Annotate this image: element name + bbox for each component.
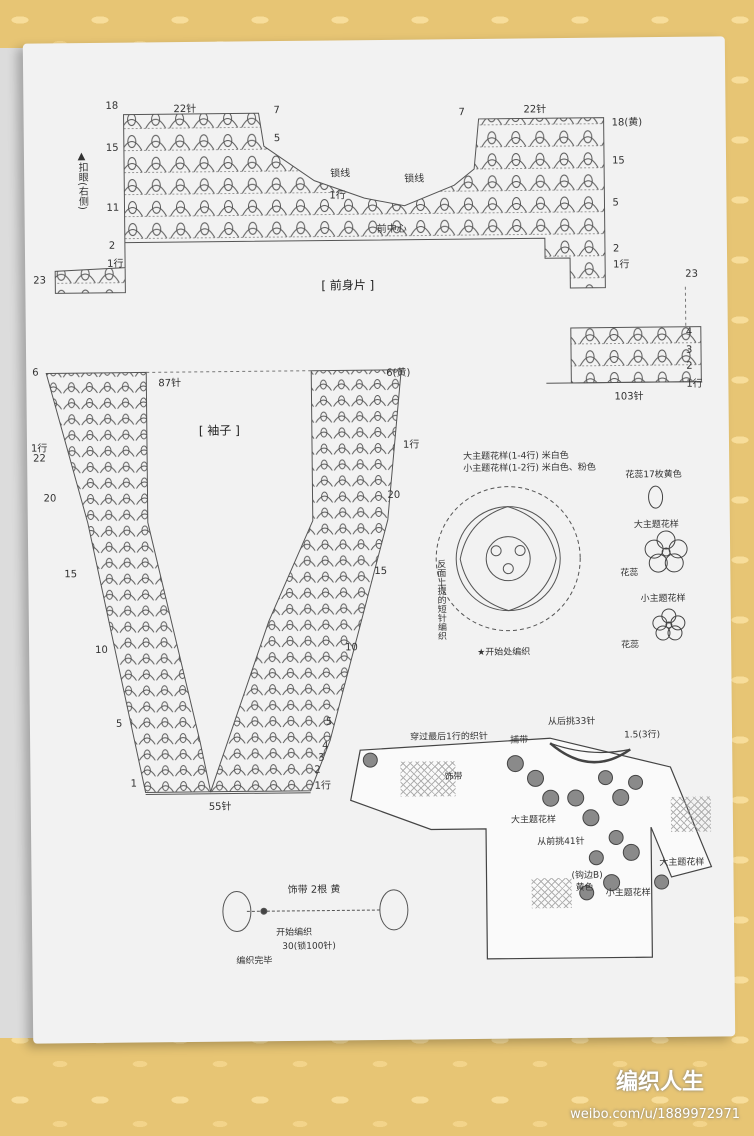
- row-mark-5-right: 5: [612, 197, 619, 209]
- tie-end-label: 编织完毕: [236, 956, 273, 967]
- row-mark-2-right: 2: [612, 243, 620, 255]
- sleeve-right-3: 3: [318, 752, 325, 764]
- sleeve-bottom-width: 55针: [208, 801, 232, 813]
- row-mark-23-right: 23: [685, 268, 699, 280]
- row-mark-2b: 2: [686, 360, 693, 372]
- row-mark-4: 4: [685, 326, 693, 338]
- sleeve-right-2: 2: [314, 764, 321, 776]
- pattern-page: [ 前身片 ] 22针 22针 锁线 锁线 前中心 ▲扣眼(右侧) 103针 1…: [22, 36, 736, 1044]
- small-motif-label: 小主题花样: [640, 593, 686, 605]
- short-stitch-note: 反面上提的短针编织: [435, 559, 447, 641]
- front-panel-title: [ 前身片 ]: [321, 278, 375, 293]
- small-motif-garment-label: 小主题花样: [605, 888, 651, 899]
- big-motif-right-label: 大主题花样: [659, 857, 705, 869]
- tie-start-label: 开始编织: [276, 927, 313, 939]
- small-flower-icons: [644, 485, 688, 641]
- sleeve-right-5: 5: [325, 716, 333, 728]
- sleeve-left-5: 5: [115, 718, 123, 730]
- flower-motif-chart: [435, 486, 581, 632]
- front-bottom-width: 103针: [614, 391, 644, 403]
- sleeve-right-10: 10: [345, 642, 358, 654]
- sleeve-right-15: 15: [374, 565, 388, 578]
- neck-line-label: 锁线: [330, 168, 351, 180]
- sleeve-right-1row: 1行: [402, 439, 420, 451]
- center-label: 花蕊: [620, 568, 639, 579]
- mesh-border-label: 捕带: [510, 735, 529, 746]
- sleeve-chart: [45, 369, 402, 795]
- row-mark-2: 2: [108, 240, 116, 252]
- row-mark-3: 3: [685, 344, 693, 356]
- sleeve-left-15: 15: [64, 569, 78, 581]
- front-panel-chart: [54, 112, 702, 384]
- row-mark-7: 7: [273, 105, 280, 117]
- watermark-url: weibo.com/u/1889972971: [570, 1107, 740, 1122]
- row-mark-15: 15: [105, 142, 119, 154]
- row-mark-7-right: 7: [458, 107, 465, 119]
- tie-chart: [222, 889, 409, 933]
- bud-count-label: 花蕊17枚黄色: [625, 469, 682, 481]
- front-top-left-width: 22针: [173, 103, 197, 116]
- tie-count-label: 30(锁100针): [282, 941, 336, 953]
- sleeve-right-1row: 1行: [314, 780, 332, 792]
- row-mark-18-yellow: 18(黄): [611, 117, 643, 129]
- row-mark-15-right: 15: [611, 155, 625, 167]
- center-label-2: 花蕊: [621, 640, 640, 651]
- tie-title: 饰带 2根 黄: [287, 884, 341, 896]
- row-mark-23: 23: [33, 275, 47, 287]
- sleeve-right-6-yellow: 6(黄): [386, 367, 411, 379]
- garment-flowers: [362, 752, 670, 901]
- neck-line-right-label: 锁线: [404, 173, 425, 185]
- big-motif-label: 大主题花样: [633, 519, 679, 531]
- row-mark-1row-mid: 1行: [329, 190, 346, 202]
- shading-body: [531, 878, 572, 909]
- front-pick-label: 从前挑41针: [537, 836, 585, 848]
- row-mark-1row-right: 1行: [613, 259, 630, 271]
- row-mark-5: 5: [273, 133, 281, 145]
- start-point-label: ★开始处编织: [477, 647, 531, 658]
- sleeve-right-20: 20: [387, 489, 401, 501]
- back-pick-label: 从后挑33针: [547, 716, 596, 728]
- edge-color-label: 黄色: [575, 882, 594, 893]
- front-center-label: 前中心: [376, 223, 407, 236]
- legend-small-motif: 小主题花样(1-2行) 米白色、粉色: [463, 462, 596, 475]
- sleeve-left-1: 1: [130, 778, 137, 790]
- sleeve-title: [ 袖子 ]: [198, 423, 240, 438]
- sleeve-left-22: 22: [33, 453, 46, 465]
- row-mark-1row-left: 1行: [107, 258, 124, 270]
- ribbon-label: 饰带: [444, 772, 463, 783]
- big-motif-left-label: 大主题花样: [510, 815, 557, 826]
- row-mark-11: 11: [106, 202, 120, 214]
- through-last-row-label: 穿过最后1行的织针: [410, 731, 488, 743]
- sleeve-left-10: 10: [95, 644, 108, 656]
- sleeve-left-1row: 1行: [30, 443, 48, 455]
- front-top-right-width: 22针: [523, 104, 547, 116]
- buttonhole-note: ▲扣眼(右侧): [75, 151, 88, 210]
- crochet-diagram: [45, 112, 713, 960]
- sleeve-left-20: 20: [43, 493, 57, 505]
- sleeve-top-width: 87针: [158, 378, 182, 390]
- row-mark-18: 18: [105, 100, 119, 112]
- sleeve-right-4: 4: [322, 740, 329, 752]
- row-mark-1row-bottom: 1行: [686, 378, 703, 390]
- watermark-logo: 编织人生: [615, 1070, 704, 1095]
- sleeve-left-6: 6: [32, 367, 39, 379]
- measure-label: 1.5(3行): [624, 730, 661, 741]
- shading-right: [670, 796, 712, 832]
